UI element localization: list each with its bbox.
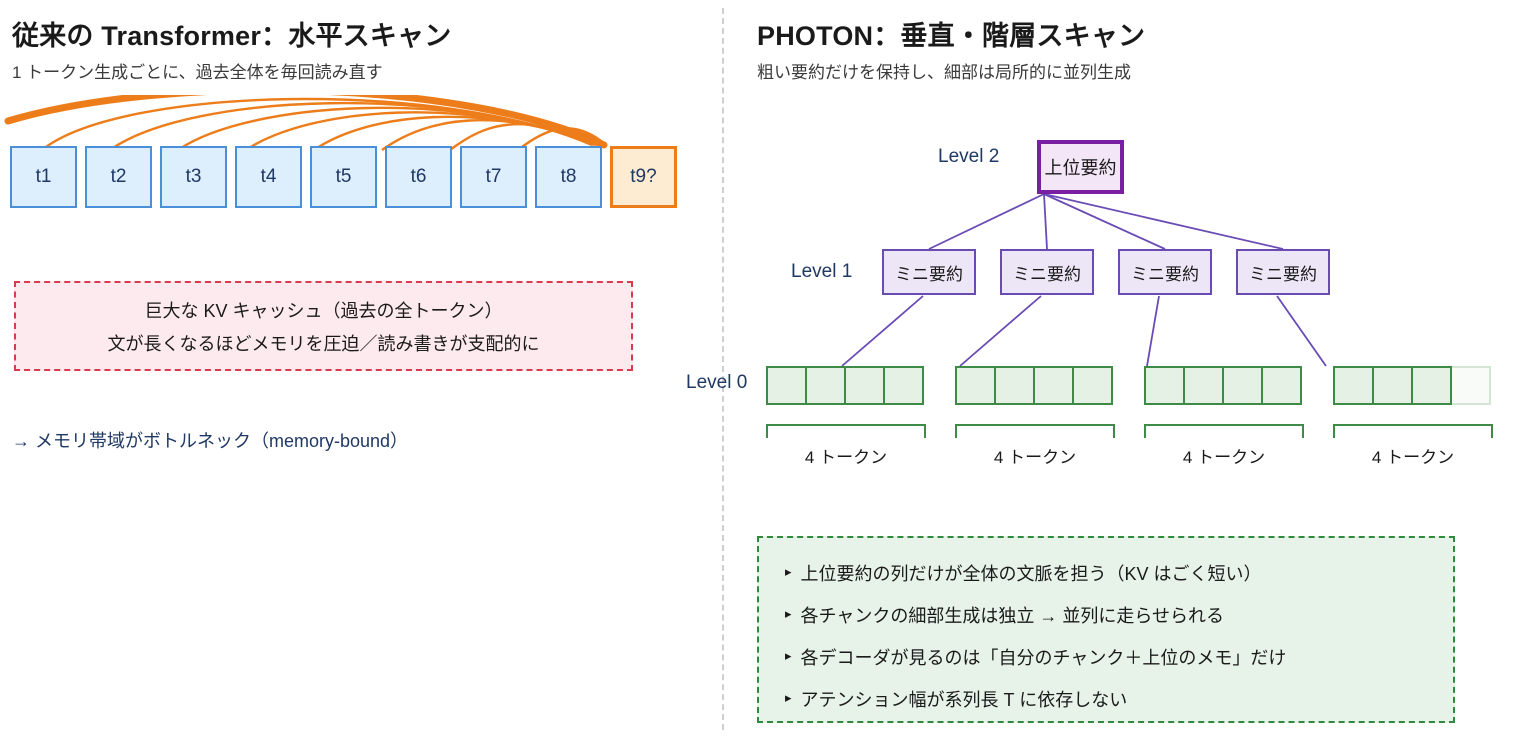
- token-cell[interactable]: [844, 366, 885, 405]
- kv-warning-line: 文が長くなるほどメモリを圧迫／読み書きが支配的に: [107, 333, 540, 354]
- token-box[interactable]: t4: [235, 146, 302, 208]
- level-1-node[interactable]: ミニ要約: [882, 249, 976, 295]
- bullet-icon: ▸: [785, 564, 792, 579]
- left-conclusion: → メモリ帯域がボトルネック（memory-bound）: [12, 431, 409, 451]
- token-chunk: [955, 366, 1113, 405]
- token-cell[interactable]: [1144, 366, 1185, 405]
- chunk-bracket: [1333, 424, 1493, 438]
- level-1-node[interactable]: ミニ要約: [1000, 249, 1094, 295]
- level-1-label: Level 1: [791, 261, 853, 282]
- left-panel-title: 従来の Transformer：水平スキャン: [12, 21, 452, 51]
- chunk-size-label: 4 トークン: [993, 448, 1077, 467]
- benefit-text: 上位要約の列だけが全体の文脈を担う（KV はごく短い）: [800, 564, 1262, 584]
- attention-arcs: [4, 95, 608, 151]
- token-cell[interactable]: [1411, 366, 1452, 405]
- token-box[interactable]: t3: [160, 146, 227, 208]
- bullet-icon: ▸: [785, 606, 792, 621]
- token-cell[interactable]: [805, 366, 846, 405]
- left-panel-subtitle: 1 トークン生成ごとに、過去全体を毎回読み直す: [12, 63, 383, 82]
- token-cell[interactable]: [1222, 366, 1263, 405]
- chunk-bracket: [766, 424, 926, 438]
- token-chunk: [1333, 366, 1491, 405]
- benefit-item: ▸ アテンション幅が系列長 T に依存しない: [785, 686, 1453, 712]
- token-box[interactable]: t1: [10, 146, 77, 208]
- chunk-size-label: 4 トークン: [1182, 448, 1266, 467]
- kv-warning-line: 巨大な KV キャッシュ（過去の全トークン）: [144, 300, 503, 321]
- token-cell[interactable]: [1183, 366, 1224, 405]
- benefits-box: ▸ 上位要約の列だけが全体の文脈を担う（KV はごく短い） ▸ 各チャンクの細部…: [757, 536, 1455, 723]
- token-chunk: [766, 366, 924, 405]
- benefit-text: 各デコーダが見るのは「自分のチャンク＋上位のメモ」だけ: [800, 648, 1287, 668]
- bullet-icon: ▸: [785, 690, 792, 705]
- token-chunk: [1144, 366, 1302, 405]
- hierarchy-connectors: [841, 193, 1327, 367]
- token-box[interactable]: t7: [460, 146, 527, 208]
- token-cell[interactable]: [1372, 366, 1413, 405]
- benefit-item: ▸ 上位要約の列だけが全体の文脈を担う（KV はごく短い）: [785, 560, 1453, 586]
- token-cell[interactable]: [1072, 366, 1113, 405]
- kv-cache-warning-box: 巨大な KV キャッシュ（過去の全トークン） 文が長くなるほどメモリを圧迫／読み…: [14, 281, 633, 371]
- token-box[interactable]: t8: [535, 146, 602, 208]
- benefit-text: アテンション幅が系列長 T に依存しない: [800, 690, 1128, 710]
- benefit-text: 各チャンクの細部生成は独立 → 並列に走らせられる: [800, 606, 1224, 626]
- token-cell-faded[interactable]: [1450, 366, 1491, 405]
- chunk-bracket: [1144, 424, 1304, 438]
- token-cell[interactable]: [1261, 366, 1302, 405]
- chunk-size-label: 4 トークン: [804, 448, 888, 467]
- level-0-label: Level 0: [686, 372, 748, 393]
- token-box[interactable]: t5: [310, 146, 377, 208]
- token-cell[interactable]: [766, 366, 807, 405]
- level-1-node[interactable]: ミニ要約: [1236, 249, 1330, 295]
- bullet-icon: ▸: [785, 648, 792, 663]
- token-cell[interactable]: [1033, 366, 1074, 405]
- token-cell[interactable]: [1333, 366, 1374, 405]
- token-box[interactable]: t6: [385, 146, 452, 208]
- token-box[interactable]: t2: [85, 146, 152, 208]
- chunk-bracket: [955, 424, 1115, 438]
- token-cell[interactable]: [994, 366, 1035, 405]
- benefit-item: ▸ 各チャンクの細部生成は独立 → 並列に走らせられる: [785, 602, 1453, 628]
- right-panel-title: PHOTON：垂直・階層スキャン: [757, 21, 1146, 51]
- level-2-label: Level 2: [938, 146, 1000, 167]
- level-1-node[interactable]: ミニ要約: [1118, 249, 1212, 295]
- right-panel-subtitle: 粗い要約だけを保持し、細部は局所的に並列生成: [757, 63, 1131, 82]
- token-box-pending[interactable]: t9?: [610, 146, 677, 208]
- token-cell[interactable]: [883, 366, 924, 405]
- token-cell[interactable]: [955, 366, 996, 405]
- benefit-item: ▸ 各デコーダが見るのは「自分のチャンク＋上位のメモ」だけ: [785, 644, 1453, 670]
- level-2-node[interactable]: 上位要約: [1037, 140, 1124, 194]
- chunk-size-label: 4 トークン: [1371, 448, 1455, 467]
- panel-divider: [722, 8, 724, 730]
- token-sequence: t1 t2 t3 t4 t5 t6 t7 t8 t9?: [10, 146, 677, 208]
